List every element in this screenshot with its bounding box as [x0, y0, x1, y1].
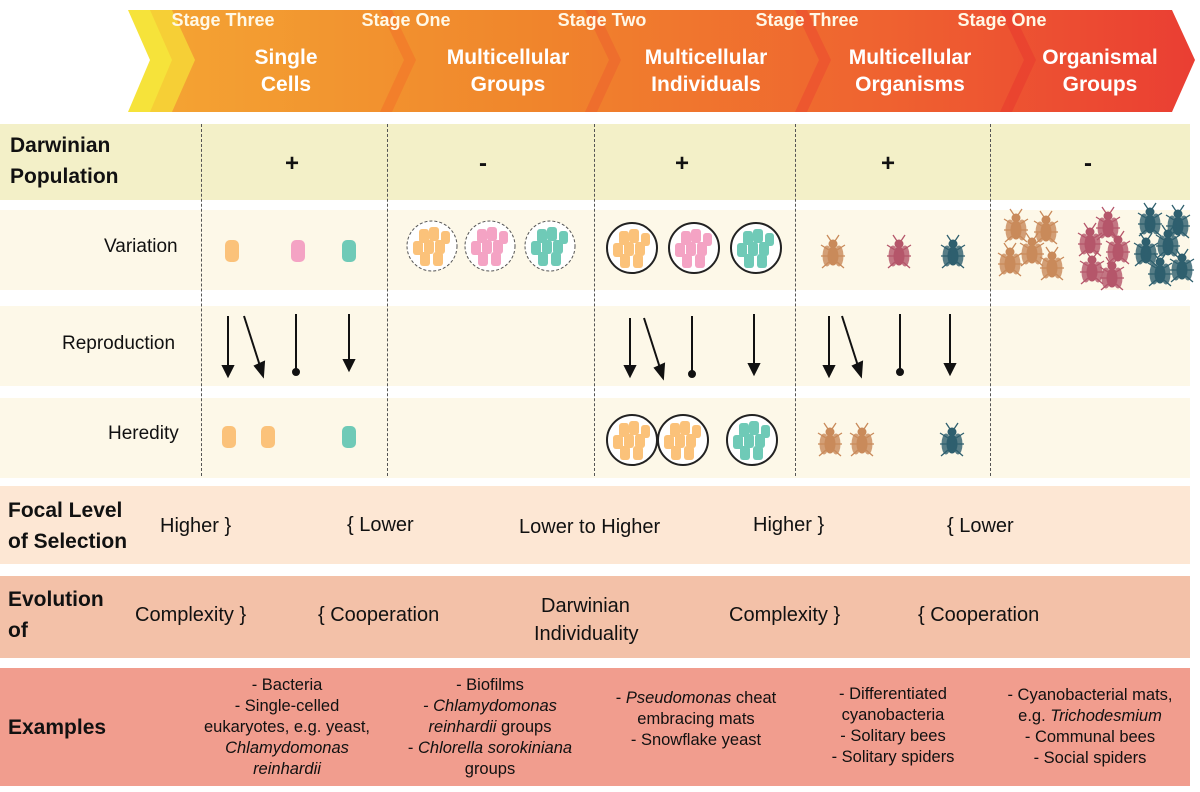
stage-label: Stage Three — [171, 10, 275, 30]
evolution-item: { Cooperation — [918, 604, 1040, 626]
focal-item: Higher } — [160, 515, 232, 537]
column-divider — [201, 124, 202, 476]
examples-single-cells: - Bacteria - Single-celled eukaryotes, e… — [203, 676, 370, 778]
darwinian-sign: + — [675, 150, 690, 177]
evolution-item: Darwinian — [541, 595, 630, 617]
darwinian-sign: - — [1084, 150, 1092, 177]
examples-label: Examples — [8, 716, 107, 739]
stage-label: Stage Two — [557, 10, 647, 30]
examples-multicellular-organisms: - Differentiated cyanobacteria - Solitar… — [831, 685, 955, 766]
column-divider — [594, 124, 595, 476]
heredity-label: Heredity — [108, 423, 179, 444]
evolution-item: { Cooperation — [318, 604, 440, 626]
column-divider — [990, 124, 991, 476]
stage-label: Stage Three — [755, 10, 859, 30]
evolution-item: Individuality — [534, 623, 639, 645]
focal-item: { Lower — [947, 515, 1014, 537]
focal-item: Higher } — [753, 514, 825, 536]
column-divider — [387, 124, 388, 476]
banner-arrow — [165, 10, 1195, 112]
darwinian-sign: + — [881, 150, 896, 177]
examples-organismal-groups: - Cyanobacterial mats, e.g. Trichodesmiu… — [1007, 686, 1173, 767]
focal-item: Lower to Higher — [519, 516, 661, 538]
reproduction-label: Reproduction — [62, 333, 176, 354]
darwinian-sign: - — [479, 150, 487, 177]
column-divider — [795, 124, 796, 476]
evolution-item: Complexity } — [729, 604, 841, 626]
evolution-item: Complexity } — [135, 604, 247, 626]
focal-item: { Lower — [347, 514, 414, 536]
variation-label: Variation — [104, 236, 178, 257]
darwinian-sign: + — [285, 150, 300, 177]
examples-multicellular-groups: - Biofilms - Chlamydomonas reinhardii gr… — [407, 676, 573, 778]
examples-multicellular-individuals: - Pseudomonas cheat embracing mats - Sno… — [615, 689, 777, 749]
stage-label: Stage One — [361, 10, 451, 30]
stage-label: Stage One — [957, 10, 1047, 30]
